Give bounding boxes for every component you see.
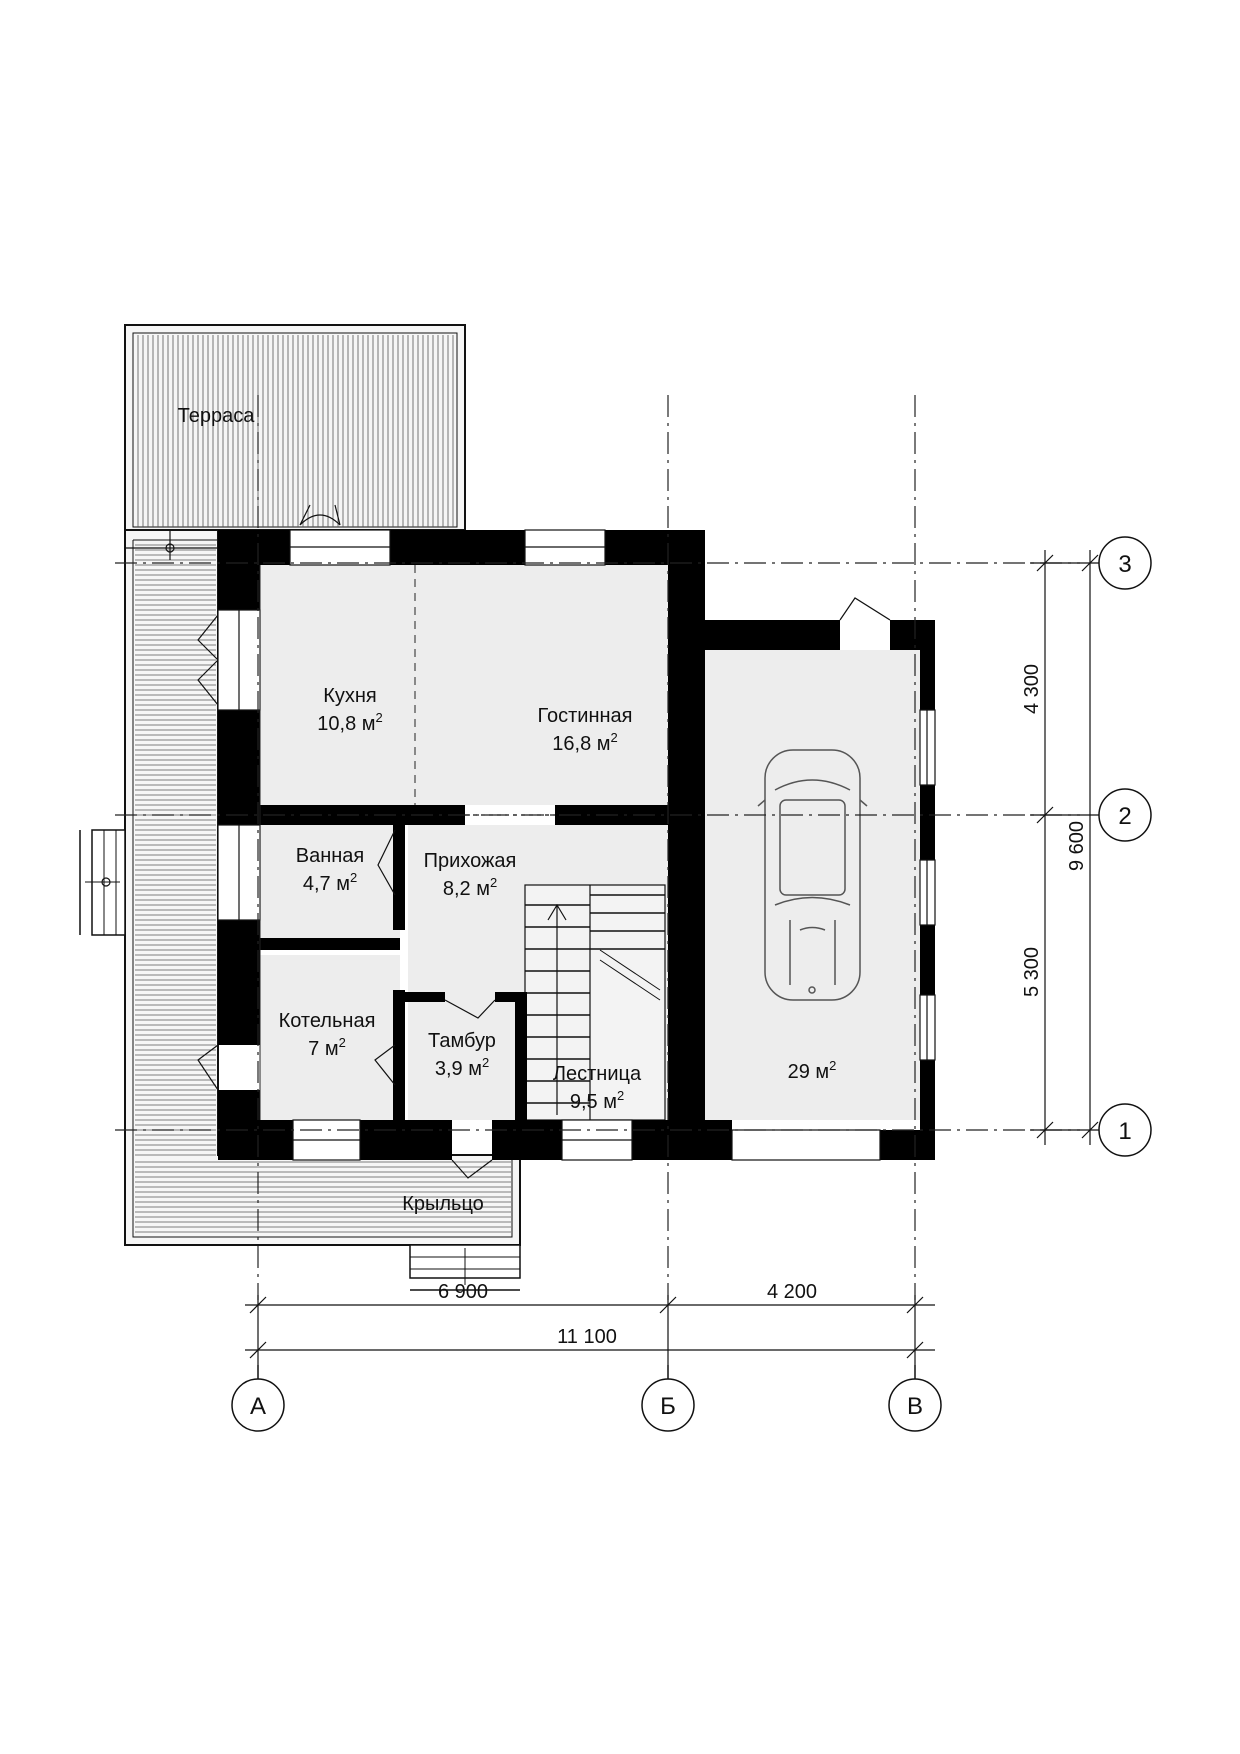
dimension-lines	[245, 550, 1100, 1365]
room-bath-area: 4,7 м	[303, 873, 350, 895]
doors	[197, 504, 891, 1179]
room-bath-area-line: 4,7 м2	[303, 870, 357, 895]
room-bath-name: Ванная	[296, 845, 365, 867]
area-superscript: 2	[482, 1055, 489, 1070]
room-kitchen-name: Кухня	[323, 685, 377, 707]
terrace-deck	[124, 324, 466, 531]
dim-right-upper: 4 300	[1021, 664, 1043, 714]
room-living-area-line: 16,8 м2	[552, 730, 617, 755]
room-vestibule-area-line: 3,9 м2	[435, 1055, 489, 1080]
room-kitchen-area: 10,8 м	[317, 713, 375, 735]
walls	[218, 530, 935, 1160]
room-boiler-area-line: 7 м2	[308, 1035, 346, 1060]
room-hall-area: 8,2 м	[443, 878, 490, 900]
room-kitchen-area-line: 10,8 м2	[317, 710, 382, 735]
room-garage-area: 29 м	[788, 1061, 830, 1083]
room-living-name: Гостинная	[538, 705, 633, 727]
terrace-entry-marker	[125, 530, 218, 560]
area-superscript: 2	[339, 1035, 346, 1050]
room-vestibule-area: 3,9 м	[435, 1058, 482, 1080]
area-superscript: 2	[350, 870, 357, 885]
room-vestibule-name: Тамбур	[428, 1030, 496, 1052]
room-outlines	[259, 565, 416, 1120]
porch-deck	[79, 529, 521, 1291]
axis-bubbles	[231, 536, 1152, 1432]
room-terrace-name: Терраса	[178, 405, 256, 427]
area-superscript: 2	[829, 1058, 836, 1073]
room-hall-name: Прихожая	[424, 850, 517, 872]
car-outline	[757, 749, 868, 1001]
axis-label-2: 2	[1118, 803, 1131, 830]
area-superscript: 2	[617, 1088, 624, 1103]
area-superscript: 2	[490, 875, 497, 890]
room-boiler-area: 7 м	[308, 1038, 338, 1060]
room-floors	[260, 565, 925, 1120]
room-living-area: 16,8 м	[552, 733, 610, 755]
room-boiler-name: Котельная	[279, 1010, 376, 1032]
room-porch-name: Крыльцо	[402, 1193, 484, 1215]
axis-label-v: В	[907, 1393, 923, 1420]
room-stairs-area-line: 9,5 м2	[570, 1088, 624, 1113]
dim-total-horizontal: 11 100	[557, 1326, 617, 1348]
axis-label-1: 1	[1118, 1118, 1131, 1145]
dim-ab: 6 900	[438, 1281, 488, 1303]
area-superscript: 2	[611, 730, 618, 745]
room-garage-area-line: 29 м2	[788, 1058, 837, 1083]
axis-label-3: 3	[1118, 551, 1131, 578]
axis-label-a: А	[250, 1393, 266, 1420]
dim-total-vertical: 9 600	[1066, 821, 1088, 871]
dim-right-lower: 5 300	[1021, 947, 1043, 997]
dim-bv: 4 200	[767, 1281, 817, 1303]
axis-label-b: Б	[660, 1393, 676, 1420]
room-stairs-area: 9,5 м	[570, 1091, 617, 1113]
windows	[217, 529, 936, 1161]
stair-flights	[524, 884, 666, 1121]
grid-axes	[115, 395, 1080, 1300]
room-hall-area-line: 8,2 м2	[443, 875, 497, 900]
room-stairs-name: Лестница	[553, 1063, 642, 1085]
area-superscript: 2	[376, 710, 383, 725]
